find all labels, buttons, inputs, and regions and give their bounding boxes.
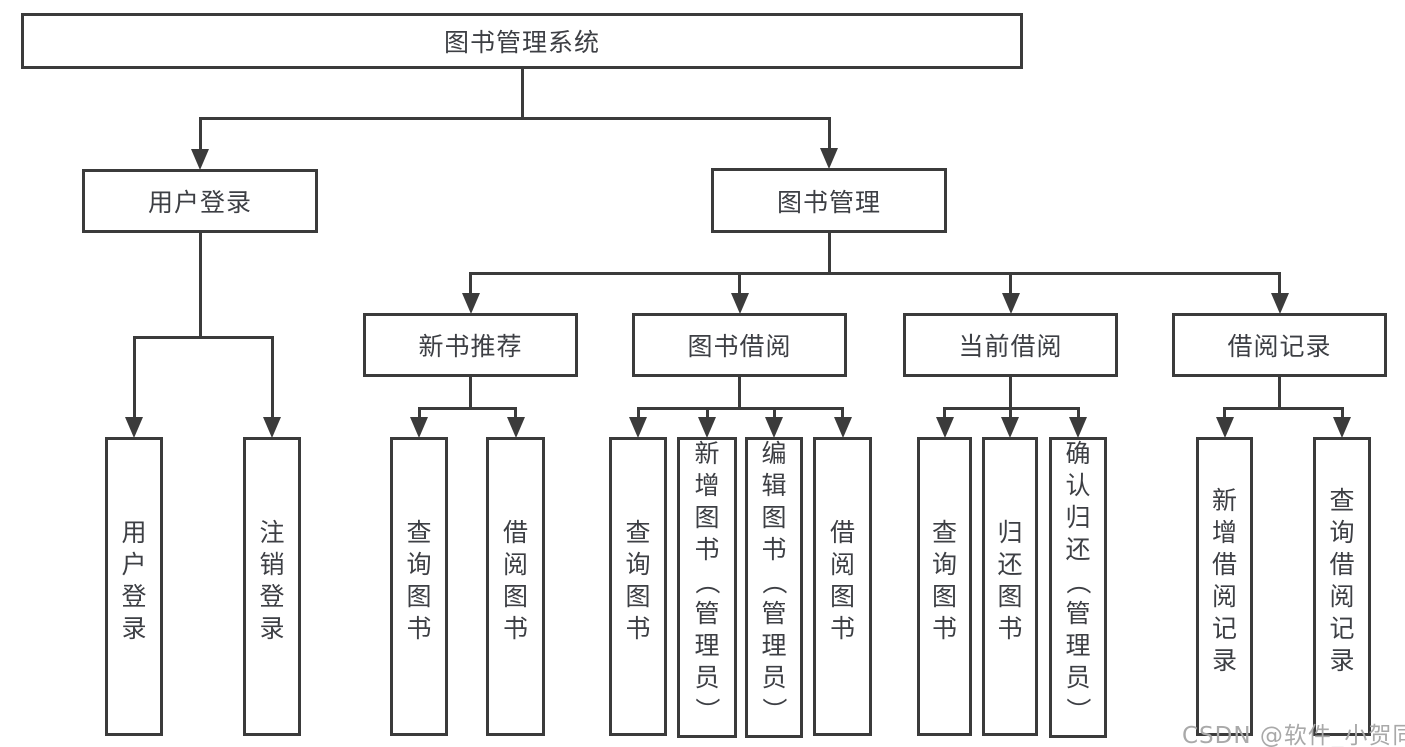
edge-bus-user-login (132, 335, 274, 339)
edge-stem-book-borrow (738, 376, 741, 408)
node-book-mgmt: 图书管理 (711, 168, 947, 233)
arrowhead-login-logout (263, 417, 281, 438)
arrowhead-cur-return (1001, 417, 1019, 438)
node-bor-edit: 编辑图书（管理员） (745, 437, 803, 738)
arrowhead-book-borrow (730, 293, 749, 314)
edge-drop-cur-query (943, 408, 946, 418)
node-label-vertical: 归还图书 (997, 517, 1023, 643)
edge-stem-current-borrow (1009, 376, 1012, 408)
node-current-borrow: 当前借阅 (903, 313, 1118, 377)
edge-drop-user-login (198, 118, 202, 150)
edge-drop-bor-query (636, 408, 640, 418)
edge-drop-rc-add (1223, 408, 1226, 418)
edge-drop-borrow-record (1278, 273, 1281, 294)
node-rc-query: 查询借阅记录 (1313, 437, 1371, 736)
edge-drop-bor-borrow (841, 408, 844, 418)
node-label-vertical: 确认归还（管理员） (1063, 438, 1093, 723)
arrowhead-bor-add (698, 417, 716, 438)
arrowhead-book-mgmt (820, 148, 838, 169)
node-root: 图书管理系统 (21, 13, 1023, 69)
node-label-vertical: 查询借阅记录 (1329, 485, 1355, 675)
node-user-login: 用户登录 (82, 169, 318, 233)
arrowhead-new-book-rec (461, 293, 480, 314)
node-login-logout: 注销登录 (243, 437, 301, 736)
node-bor-query: 查询图书 (609, 437, 667, 736)
edge-stem-user-login (198, 232, 202, 337)
edge-drop-login-logout (270, 337, 274, 418)
node-label-vertical: 编辑图书（管理员） (759, 438, 789, 723)
node-new-book-rec: 新书推荐 (363, 313, 578, 377)
node-label-vertical: 查询图书 (931, 517, 957, 643)
edge-drop-cur-return (1008, 408, 1012, 418)
edge-drop-rec-query (417, 408, 421, 418)
node-borrow-record: 借阅记录 (1172, 313, 1387, 377)
node-bor-borrow: 借阅图书 (813, 437, 872, 736)
edge-stem-new-book-rec (469, 376, 472, 408)
arrowhead-bor-edit (765, 417, 783, 438)
node-label-vertical: 新增图书（管理员） (692, 438, 722, 723)
node-cur-return: 归还图书 (982, 437, 1038, 736)
arrowhead-bor-borrow (833, 417, 852, 438)
node-bor-add: 新增图书（管理员） (677, 437, 737, 738)
node-login-user: 用户登录 (105, 437, 163, 736)
edge-bus-book-mgmt (469, 271, 1281, 275)
node-label: 图书管理 (776, 187, 881, 217)
arrowhead-login-user (125, 417, 143, 438)
edge-drop-new-book-rec (469, 273, 472, 294)
arrowhead-user-login (191, 149, 209, 170)
edge-bus-new-book-rec (417, 406, 517, 410)
arrowhead-borrow-record (1270, 293, 1289, 314)
node-label: 图书管理系统 (443, 28, 600, 57)
edge-drop-bor-edit (772, 408, 776, 418)
edge-drop-book-mgmt (827, 118, 831, 149)
node-label: 图书借阅 (687, 332, 792, 361)
edge-drop-bor-add (705, 408, 709, 418)
node-label-vertical: 借阅图书 (502, 517, 528, 643)
edge-drop-book-borrow (738, 273, 741, 294)
node-label: 当前借阅 (958, 332, 1063, 361)
edge-stem-borrow-record (1278, 376, 1281, 408)
node-cur-query: 查询图书 (917, 437, 972, 736)
edge-drop-cur-confirm (1076, 408, 1080, 418)
arrowhead-cur-query (935, 417, 954, 438)
arrowhead-rec-query (410, 417, 428, 438)
edge-bus-root (198, 116, 831, 120)
node-label-vertical: 注销登录 (259, 517, 285, 643)
edge-drop-current-borrow (1009, 273, 1012, 294)
node-label-vertical: 查询图书 (625, 517, 651, 643)
node-book-borrow: 图书借阅 (632, 313, 847, 377)
node-cur-confirm: 确认归还（管理员） (1049, 437, 1107, 738)
arrowhead-bor-query (629, 417, 647, 438)
node-label: 借阅记录 (1227, 332, 1332, 361)
edge-stem-book-mgmt (827, 232, 831, 273)
edge-drop-rec-borrow (514, 408, 517, 418)
node-label-vertical: 新增借阅记录 (1211, 485, 1237, 675)
arrowhead-rc-query (1333, 417, 1351, 438)
node-label-vertical: 用户登录 (121, 517, 147, 643)
edge-drop-login-user (132, 337, 136, 418)
node-label-vertical: 借阅图书 (829, 517, 855, 643)
node-rc-add: 新增借阅记录 (1196, 437, 1253, 736)
arrowhead-cur-confirm (1069, 417, 1087, 438)
edge-bus-book-borrow (636, 406, 844, 410)
arrowhead-current-borrow (1001, 293, 1020, 314)
arrowhead-rc-add (1215, 417, 1234, 438)
node-rec-query: 查询图书 (390, 437, 448, 736)
node-rec-borrow: 借阅图书 (486, 437, 545, 736)
edge-drop-rc-query (1340, 408, 1344, 418)
node-label: 用户登录 (147, 188, 252, 217)
edge-bus-borrow-record (1223, 406, 1344, 410)
watermark: CSDN @软件_小贺同学 (1182, 723, 1405, 747)
arrowhead-rec-borrow (506, 417, 525, 438)
node-label: 新书推荐 (418, 332, 523, 361)
node-label-vertical: 查询图书 (406, 517, 432, 643)
edge-stem-root (520, 68, 524, 118)
